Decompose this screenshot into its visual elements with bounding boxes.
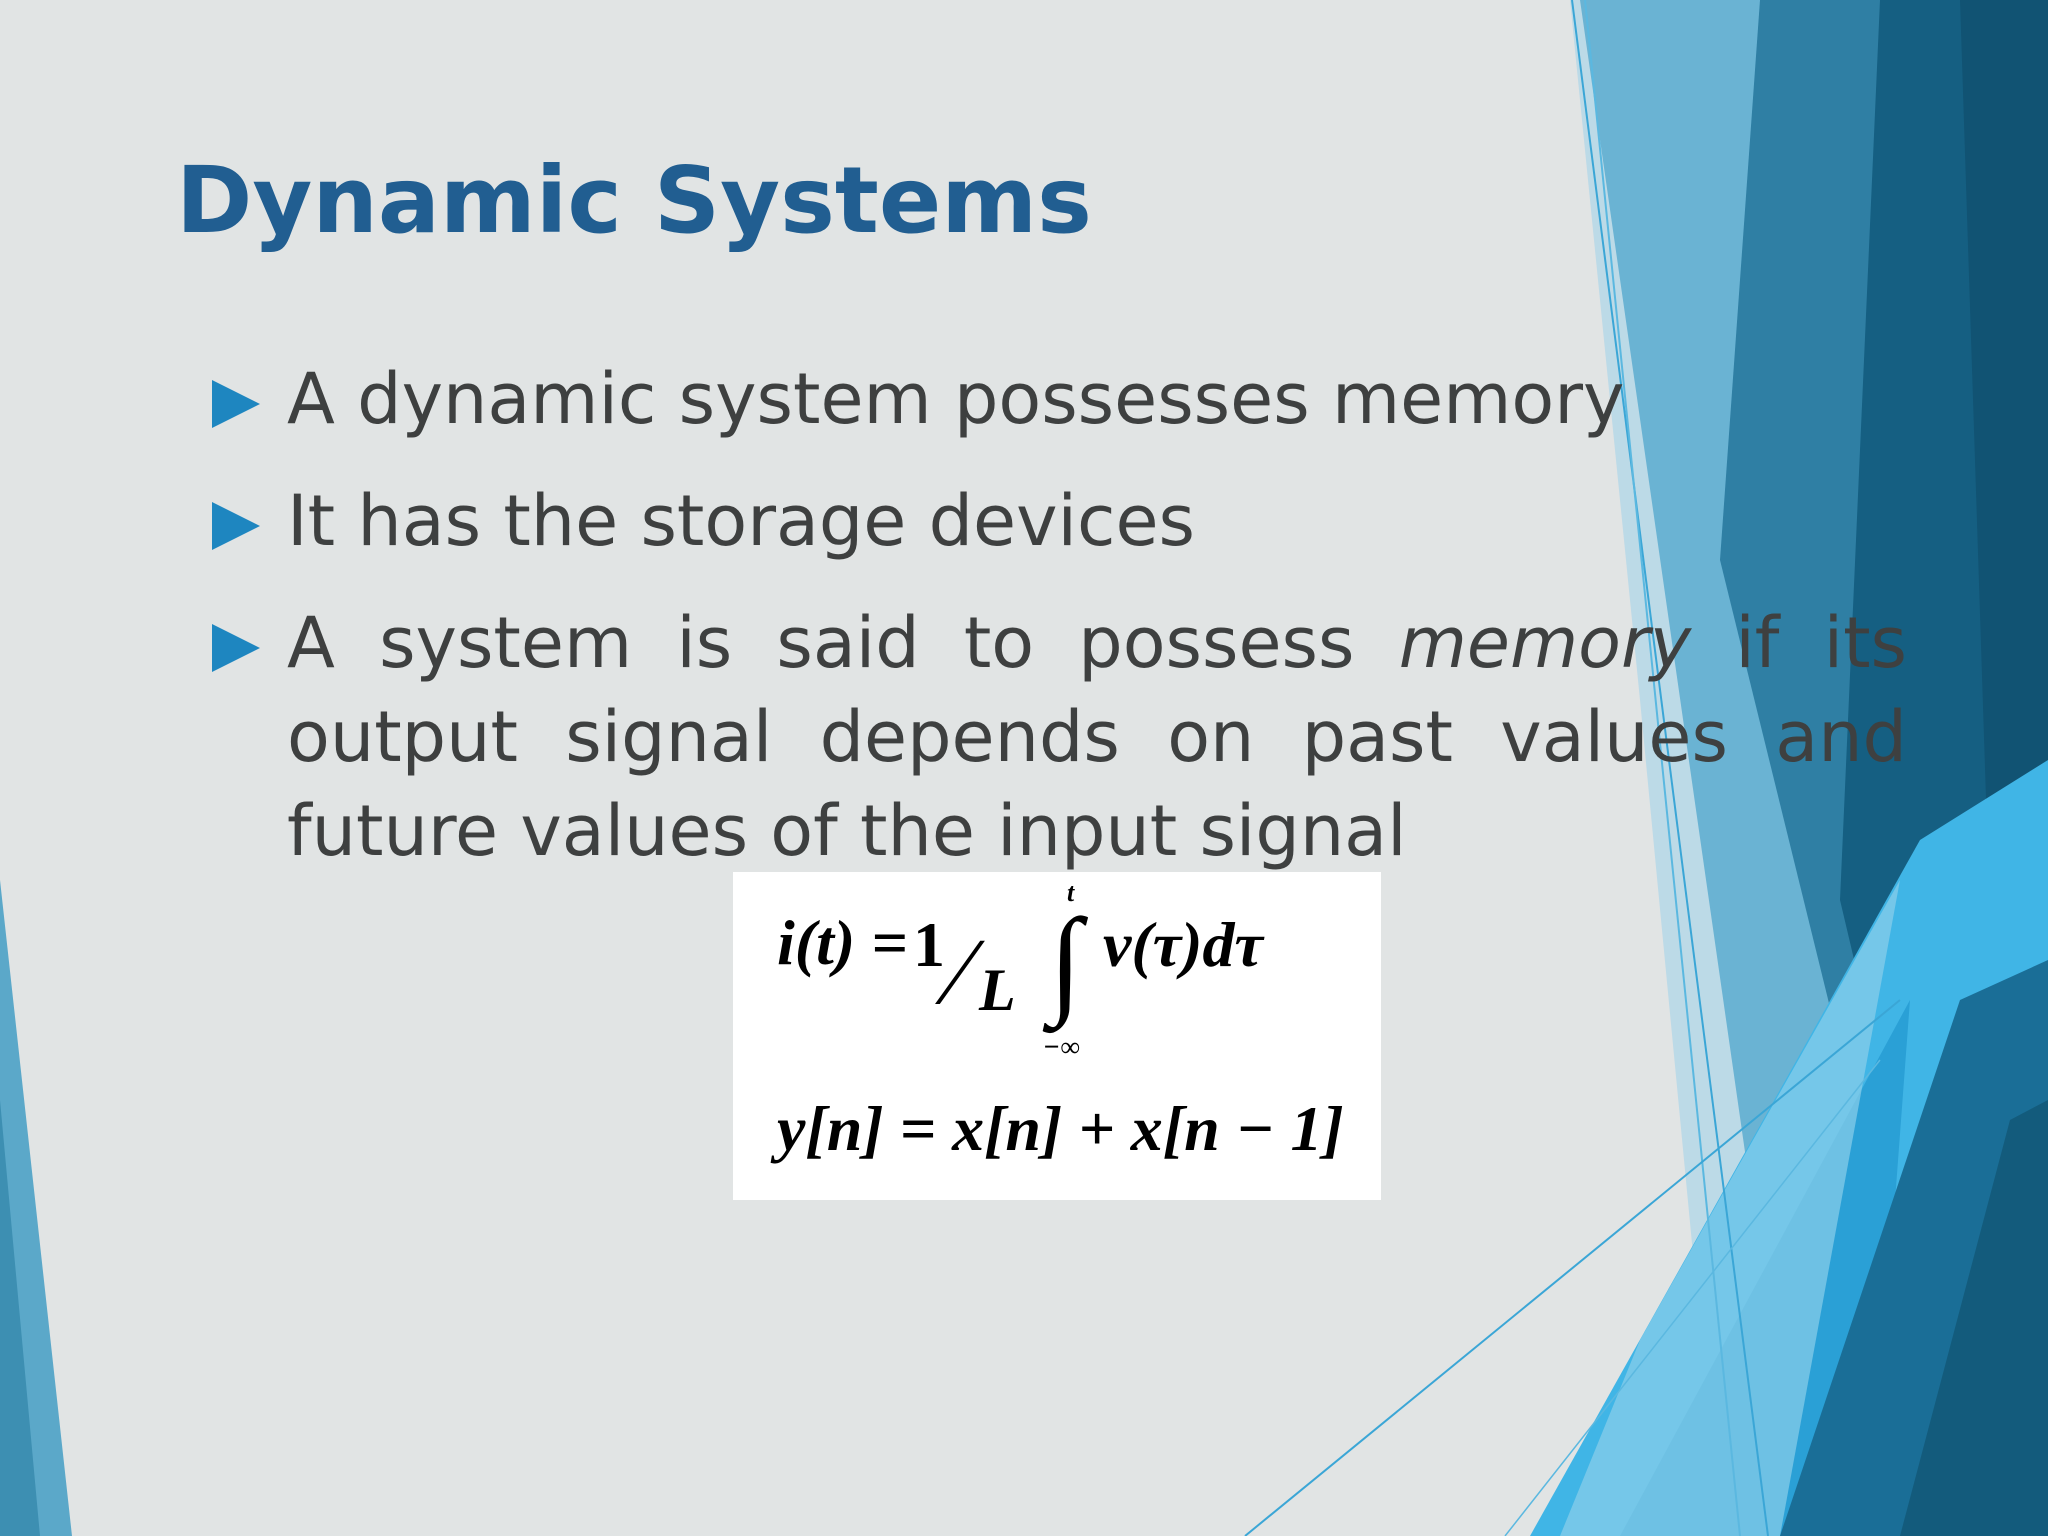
- equation-1-numerator: 1: [913, 909, 945, 980]
- bullet-text: A dynamic system possesses memory: [287, 358, 1625, 440]
- bullet-item: A dynamic system possesses memory: [212, 352, 1907, 446]
- equation-1-integrand: v(τ)dτ: [1103, 909, 1263, 980]
- equation-1-fraction-slash: ⁄: [952, 918, 969, 1025]
- equation-2: y[n] = x[n] + x[n − 1]: [777, 1093, 1344, 1164]
- bullet-text-start: A system is said to possess: [287, 602, 1399, 684]
- accent-line-1: [1571, 0, 1769, 1536]
- accent-line-3: [1244, 999, 1901, 1536]
- bullet-arrow-icon: [212, 380, 260, 428]
- integral-sign: ∫: [1049, 894, 1082, 1027]
- equation-1-lower-limit: −∞: [1043, 1032, 1080, 1063]
- equation-1-lhs: i(t) =: [777, 907, 908, 978]
- bullet-arrow-icon: [212, 502, 260, 550]
- bullet-emphasis: memory: [1398, 602, 1692, 684]
- bullet-arrow-icon: [212, 624, 260, 672]
- accent-line-2: [1584, 0, 1741, 1536]
- equation-1-upper-limit: t: [1067, 878, 1075, 907]
- left-dark-wedge: [0, 1100, 40, 1536]
- equation-1-denominator: L: [979, 957, 1016, 1023]
- bullet-item: A system is said to possess memory if it…: [212, 596, 1907, 878]
- darkest-lower-wedge: [1900, 1100, 2048, 1536]
- cyan-triangle-light: [1560, 880, 1900, 1536]
- equation-image: i(t) = 1 ⁄ L t ∫ −∞ v(τ)dτ y[n] = x[n] +…: [733, 872, 1381, 1200]
- bullet-list: A dynamic system possesses memory It has…: [212, 352, 1907, 906]
- bullet-text: It has the storage devices: [287, 480, 1196, 562]
- slide-title: Dynamic Systems: [176, 147, 1092, 254]
- bullet-item: It has the storage devices: [212, 474, 1907, 568]
- accent-line-4: [1504, 1059, 1881, 1536]
- bullet-text-end: if its output signal depends on past val…: [287, 602, 1907, 872]
